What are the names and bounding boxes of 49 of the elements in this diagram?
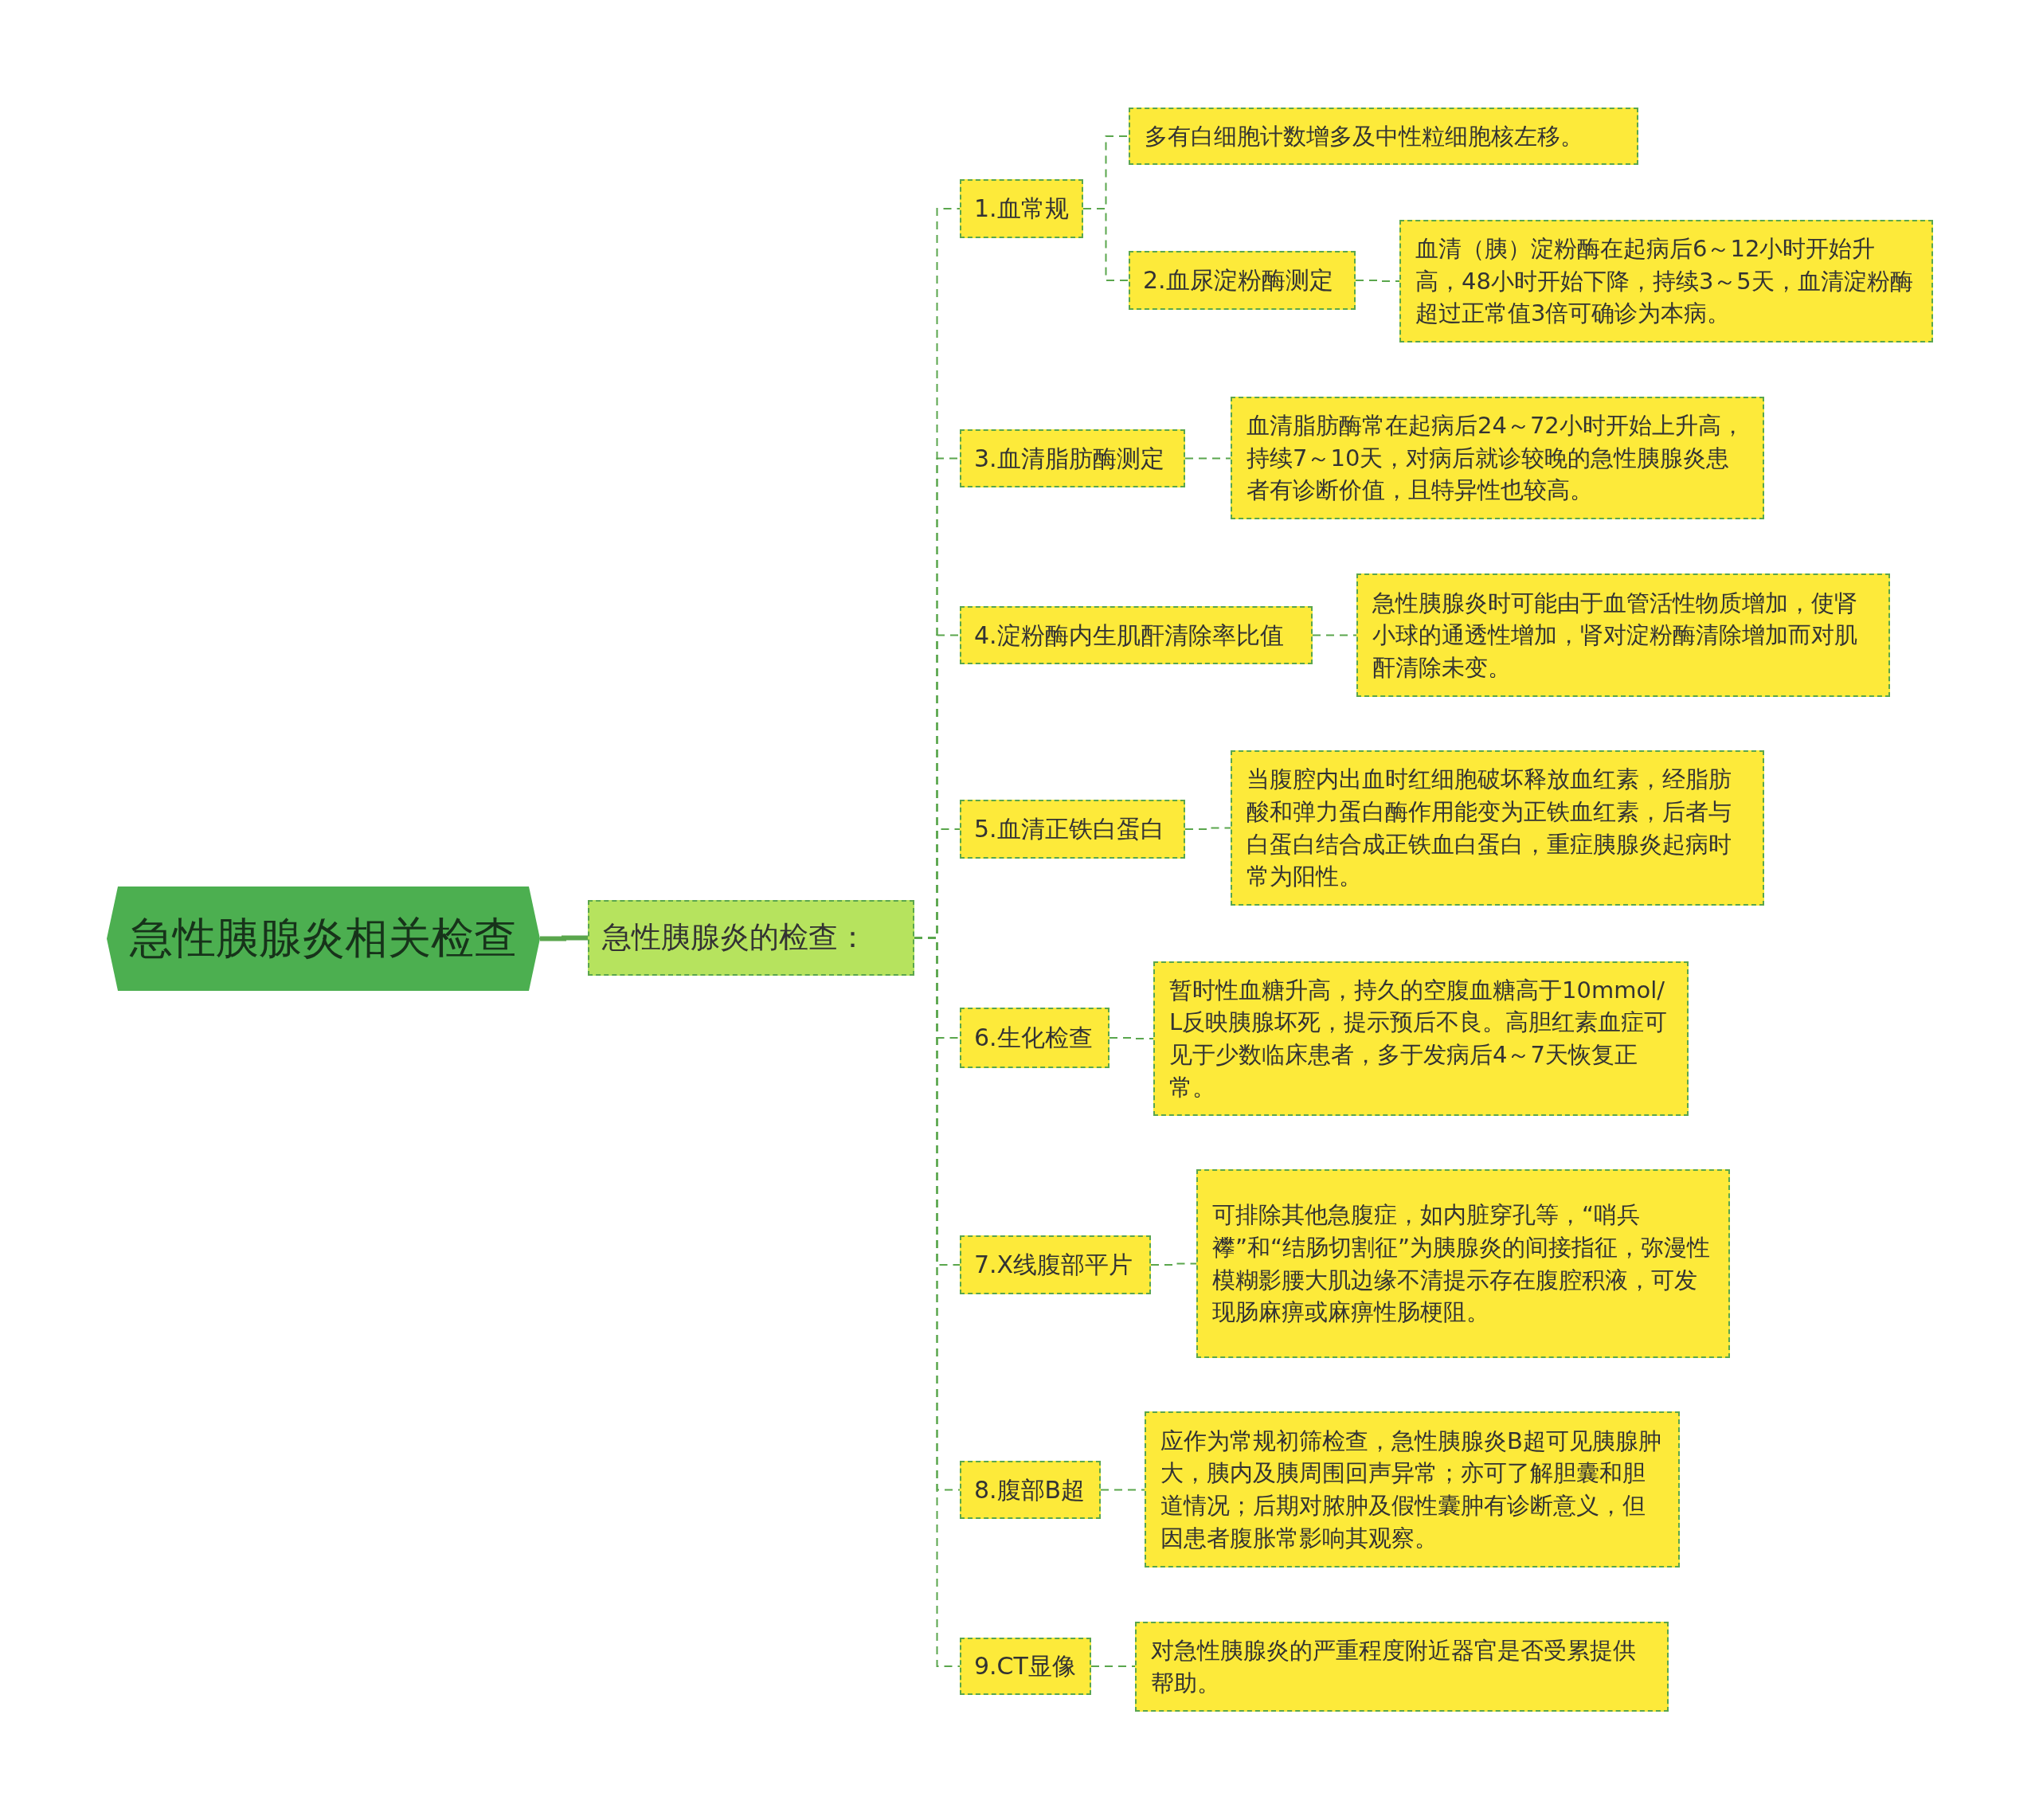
main-topic-box — [588, 900, 914, 976]
connector-line — [1109, 1037, 1154, 1039]
detail-note-box — [1129, 108, 1638, 165]
topic-text: 5.血清正铁白蛋白 — [974, 815, 1164, 843]
topic-text: 4.淀粉酶内生肌酐清除率比值 — [974, 620, 1284, 650]
connector-line — [1184, 457, 1231, 460]
connector-line — [1090, 1665, 1136, 1667]
topic-text: 血清脂肪酶常在起病后24～72小时开始上升高，持续7～10天，对病后就诊较晚的急性胰腺炎患者有诊断价值，且特异性也较高。 — [1246, 411, 1745, 506]
detail-note-box — [1145, 1411, 1680, 1568]
branch-topic-box — [960, 179, 1083, 238]
topic-text: 6.生化检查 — [974, 1024, 1093, 1052]
topic-text: 血清（胰）淀粉酶在起病后6～12小时开始升高，48小时开始下降，持续3～5天，血清淀粉酶超过正常值3倍可确诊为本病。 — [1415, 234, 1914, 329]
connector-line — [1082, 208, 1129, 281]
topic-text: 7.X线腹部平片 — [974, 1251, 1133, 1279]
branch-topic-box — [960, 1461, 1101, 1519]
detail-note-box — [1196, 1169, 1730, 1358]
detail-note-box — [1135, 1622, 1669, 1712]
connector-line — [1150, 1262, 1197, 1266]
topic-text: 急性胰腺炎时可能由于血管活性物质增加，使肾小球的通透性增加，肾对淀粉酶清除增加而对肌酐清除未变。 — [1372, 588, 1858, 683]
topic-text: 2.血尿淀粉酶测定 — [1143, 266, 1333, 295]
detail-note-box — [1153, 961, 1689, 1116]
topic-text: 9.CT显像 — [974, 1652, 1076, 1681]
connector-line — [1100, 1489, 1145, 1491]
connector-line — [540, 935, 588, 941]
branch-topic-box — [960, 429, 1185, 487]
connector-line — [1312, 634, 1357, 636]
topic-text: 当腹腔内出血时红细胞破坏释放血红素，经脂肪酸和弹力蛋白酶作用能变为正铁血红素，后者与白蛋白结合成正铁血白蛋白，重症胰腺炎起病时常为阳性。 — [1246, 765, 1732, 892]
branch-topic-box — [960, 606, 1313, 664]
connector-line — [1184, 827, 1231, 830]
detail-note-box — [1356, 573, 1890, 697]
topic-text: 急性胰腺炎的检查： — [602, 920, 867, 956]
branch-topic-box — [1129, 251, 1356, 310]
topic-text: 8.腹部B超 — [974, 1475, 1086, 1505]
branch-topic-box — [960, 1008, 1110, 1068]
branch-topic-box — [960, 1235, 1151, 1294]
topic-text: 对急性胰腺炎的严重程度附近器官是否受累提供帮助。 — [1151, 1635, 1637, 1698]
topic-text: 暂时性血糖升高，持久的空腹血糖高于10mmol/L反映胰腺坏死，提示预后不良。高胆红素血症可见于少数临床患者，多于发病后4～7天恢复正常。 — [1169, 975, 1669, 1102]
detail-note-box — [1399, 220, 1933, 342]
topic-text: 可排除其他急腹症，如内脏穿孔等，“哨兵襻”和“结肠切割征”为胰腺炎的间接指征，弥漫性模糊影腰大肌边缘不清提示存在腹腔积液，可发现肠麻痹或麻痹性肠梗阻。 — [1212, 1200, 1712, 1328]
topic-text: 急性胰腺炎相关检查 — [130, 913, 517, 965]
topic-text: 应作为常规初筛检查，急性胰腺炎B超可见胰腺肿大，胰内及胰周围回声异常；亦可了解胆囊和胆道情况；后期对脓肿及假性囊肿有诊断意义，但因患者腹胀常影响其观察。 — [1160, 1426, 1662, 1553]
topic-text: 多有白细胞计数增多及中性粒细胞核左移。 — [1145, 121, 1583, 151]
topic-text: 1.血常规 — [974, 194, 1069, 223]
topic-text: 3.血清脂肪酶测定 — [974, 444, 1164, 473]
detail-note-box — [1231, 397, 1764, 519]
connector-line — [1355, 280, 1400, 282]
branch-topic-box — [960, 1638, 1091, 1695]
detail-note-box — [1231, 750, 1764, 906]
branch-topic-box — [960, 800, 1185, 859]
